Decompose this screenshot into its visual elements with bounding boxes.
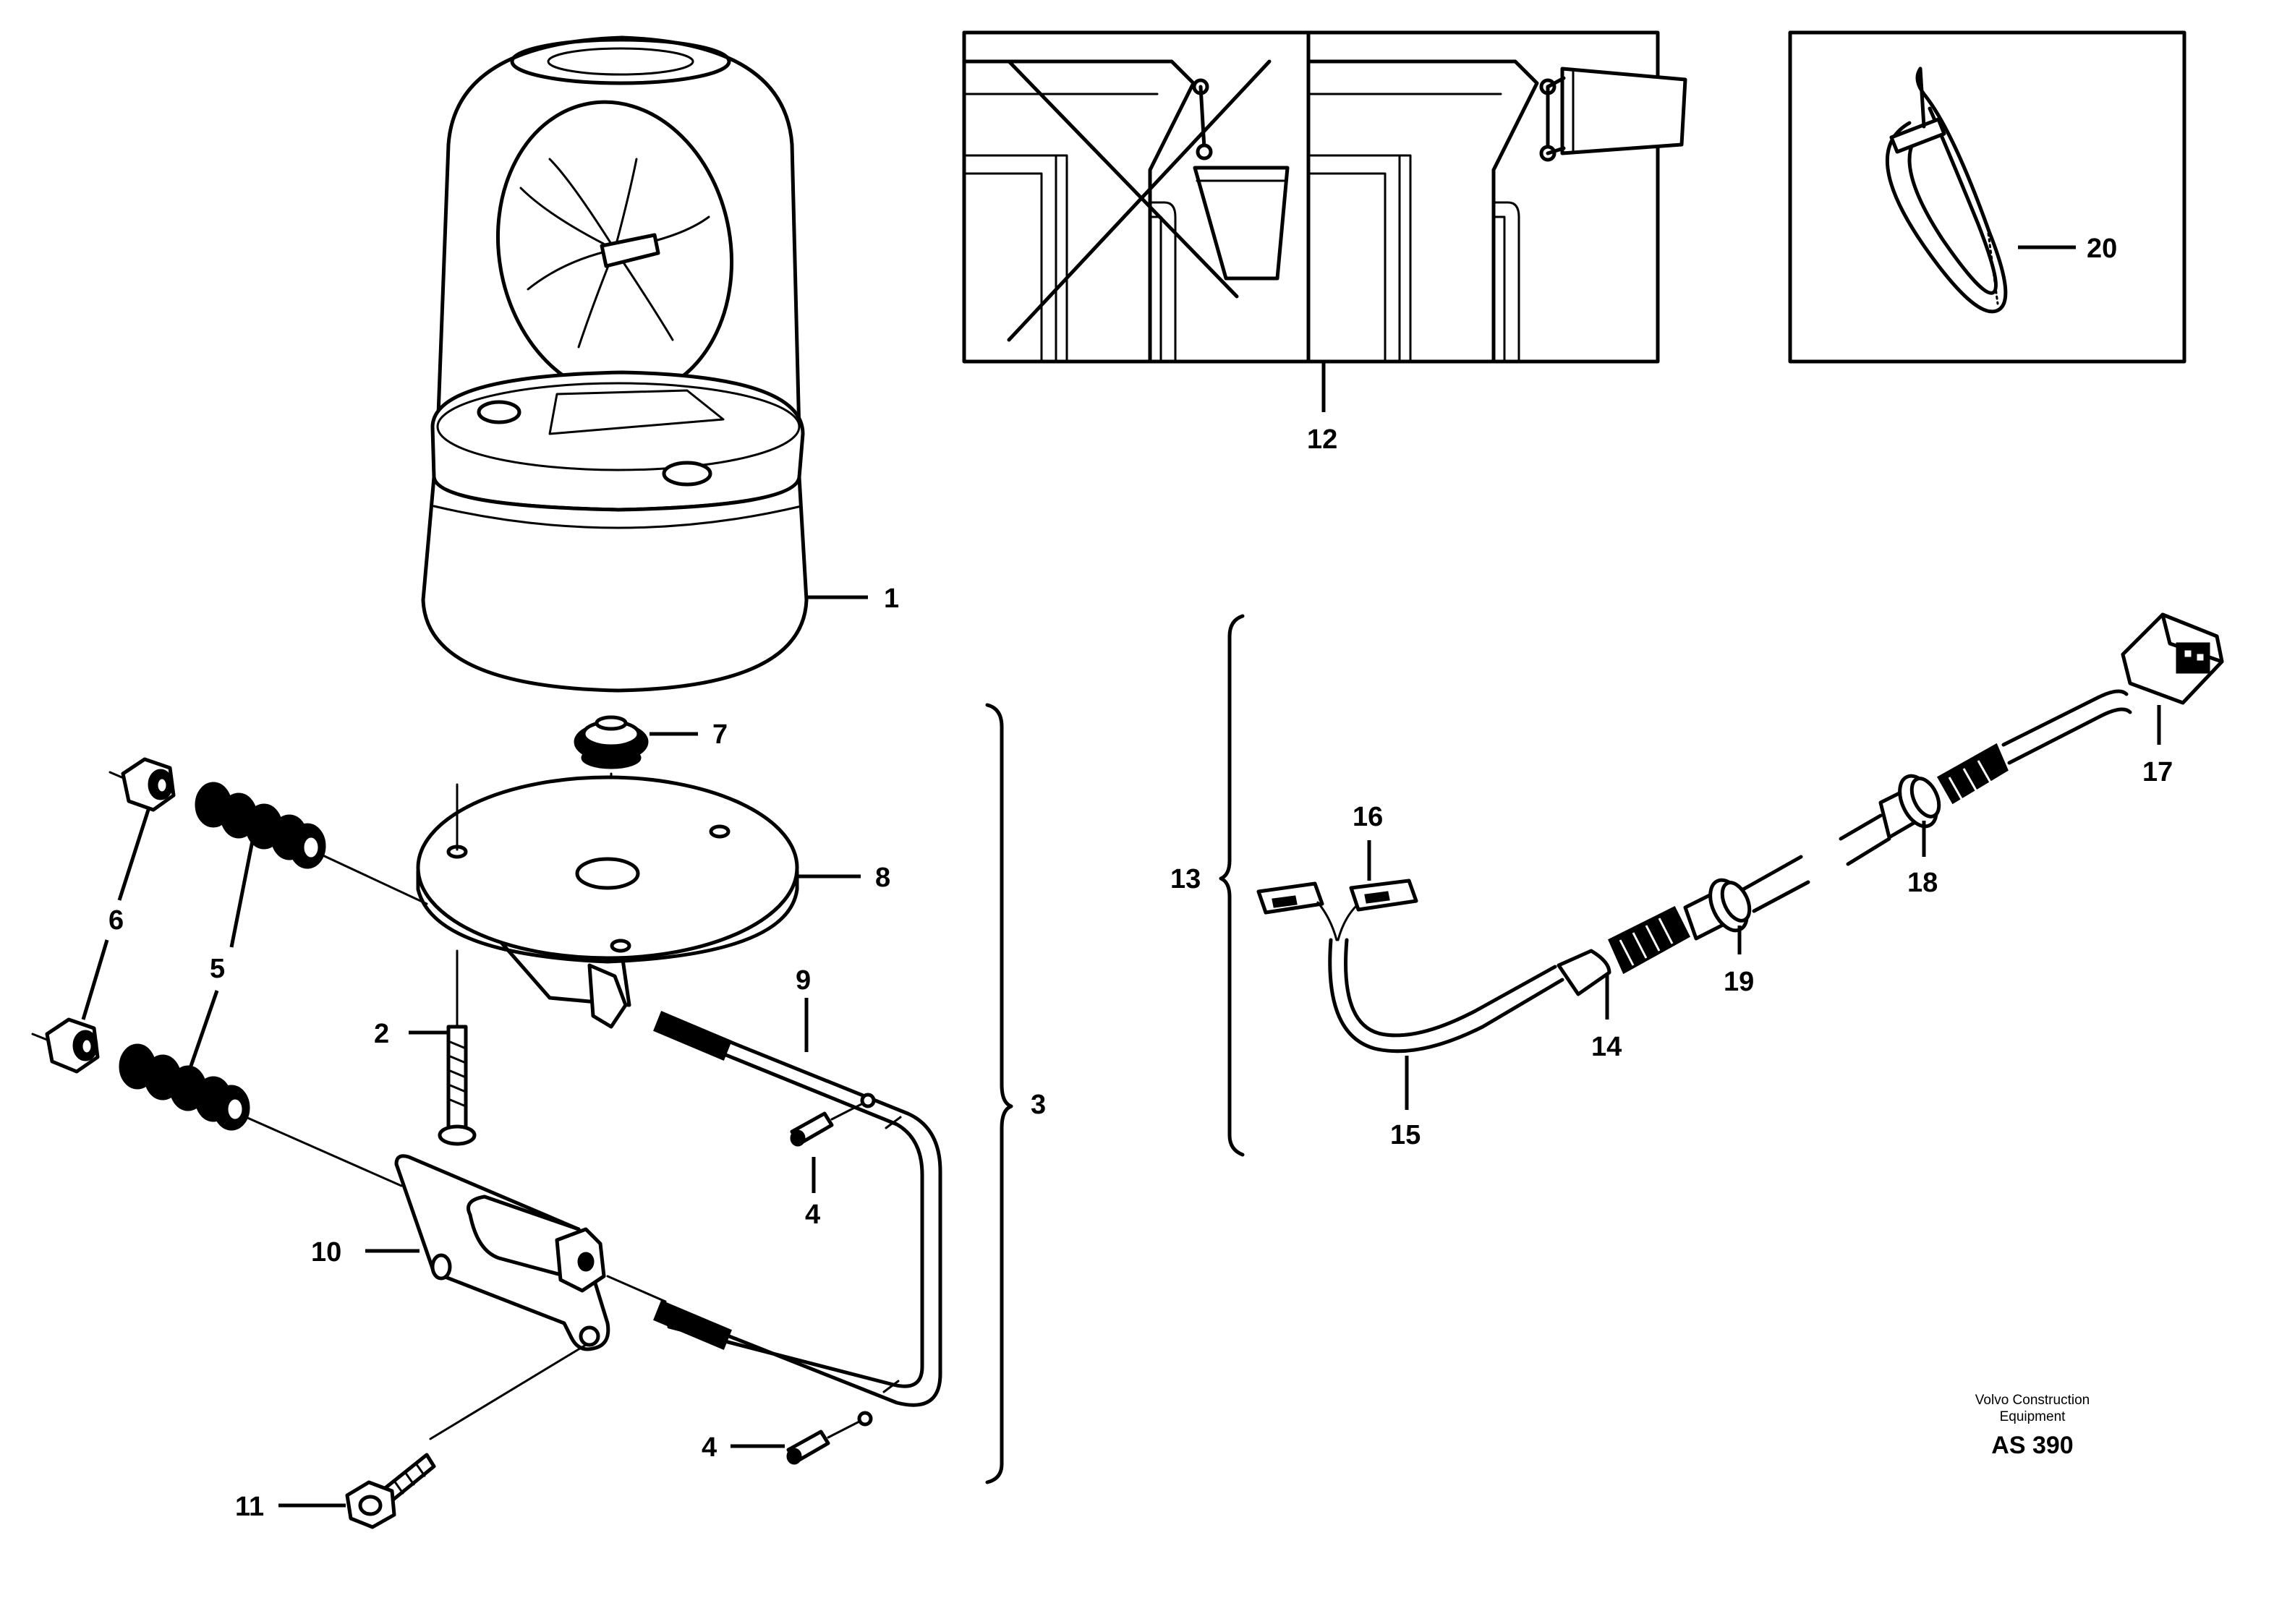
- callout-13: 13: [1170, 864, 1201, 894]
- clamp-bracket: [394, 1154, 667, 1351]
- callout-4b: 4: [702, 1432, 785, 1463]
- footer-brand: Volvo Construction Equipment AS 390: [1975, 1393, 2090, 1459]
- svg-text:7: 7: [712, 719, 728, 750]
- svg-text:14: 14: [1591, 1032, 1622, 1062]
- svg-text:11: 11: [235, 1492, 264, 1522]
- callout-11: 11: [235, 1492, 346, 1522]
- svg-text:4: 4: [702, 1432, 717, 1463]
- callout-2: 2: [374, 1019, 448, 1049]
- callout-6: 6: [81, 809, 150, 1020]
- diagram-code: AS 390: [1991, 1432, 2073, 1459]
- svg-text:10: 10: [311, 1237, 341, 1268]
- svg-text:16: 16: [1353, 802, 1383, 832]
- callout-10: 10: [311, 1237, 420, 1268]
- callout-19: 19: [1724, 926, 1754, 997]
- spring-upper: [195, 782, 326, 869]
- brace-3: [985, 703, 1013, 1484]
- svg-text:15: 15: [1390, 1120, 1421, 1150]
- svg-text:2: 2: [374, 1019, 389, 1049]
- callout-3: 3: [1031, 1090, 1046, 1120]
- cable-tie-panel: [1788, 30, 2186, 364]
- callout-4a: 4: [805, 1157, 820, 1230]
- callout-5: 5: [187, 837, 255, 1071]
- svg-text:13: 13: [1170, 864, 1201, 894]
- brand-line1: Volvo Construction: [1975, 1393, 2090, 1408]
- callout-8: 8: [797, 863, 890, 893]
- pin-upper: [790, 1093, 876, 1147]
- callout-1: 1: [806, 584, 899, 614]
- mounting-detail-panel: [962, 30, 1687, 364]
- screw: [438, 949, 477, 1146]
- u-bolt: [587, 963, 942, 1407]
- callout-16: 16: [1353, 802, 1383, 881]
- assembly-axis-lines: [244, 852, 428, 1187]
- nut-lower: [31, 1017, 100, 1074]
- svg-text:19: 19: [1724, 967, 1754, 997]
- pin-lower: [786, 1411, 873, 1465]
- svg-text:8: 8: [875, 863, 890, 893]
- callout-9: 9: [796, 965, 811, 1052]
- svg-text:6: 6: [108, 905, 124, 936]
- callout-12: 12: [1307, 362, 1337, 455]
- brace-13: [1219, 614, 1245, 1157]
- callout-15: 15: [1390, 1056, 1421, 1150]
- callout-17: 17: [2142, 705, 2173, 787]
- svg-text:17: 17: [2142, 757, 2173, 787]
- svg-text:18: 18: [1907, 868, 1938, 898]
- svg-text:3: 3: [1031, 1090, 1046, 1120]
- flange-bolt: [345, 1343, 587, 1529]
- grommet: [574, 715, 649, 869]
- callout-7: 7: [650, 719, 728, 750]
- spring-lower: [119, 1043, 250, 1131]
- beacon-lamp: [421, 35, 809, 693]
- mounting-plate: [416, 775, 799, 1007]
- nut-upper: [108, 757, 176, 812]
- brand-line2: Equipment: [2000, 1409, 2066, 1424]
- cable-harness: [1256, 612, 2224, 1054]
- svg-text:1: 1: [884, 584, 899, 614]
- svg-text:5: 5: [210, 954, 225, 984]
- svg-text:9: 9: [796, 965, 811, 996]
- callout-14: 14: [1591, 975, 1622, 1062]
- svg-text:4: 4: [805, 1200, 820, 1230]
- svg-text:12: 12: [1307, 424, 1337, 455]
- callout-20: 20: [2018, 234, 2117, 264]
- svg-text:20: 20: [2087, 234, 2117, 264]
- callout-18: 18: [1907, 821, 1938, 898]
